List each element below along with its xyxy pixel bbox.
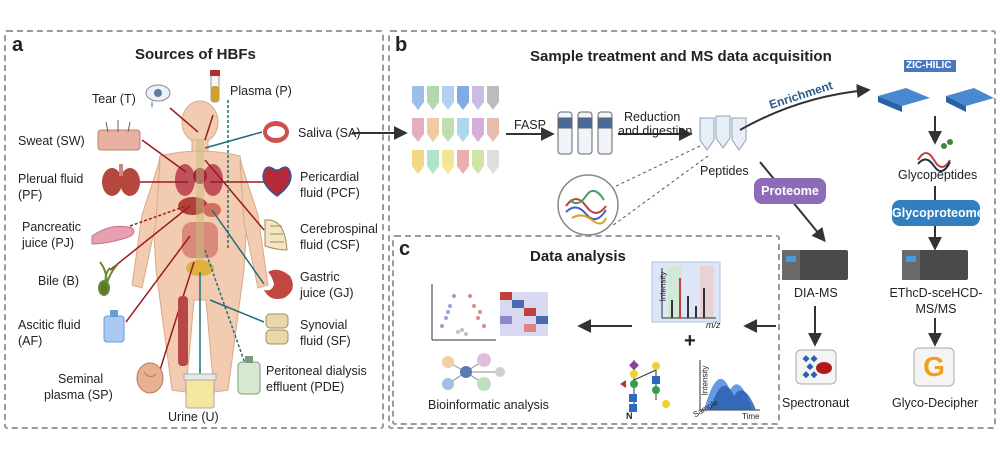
- pericardial-label-2: fluid (PCF): [300, 186, 360, 200]
- bile-duct-icon: [98, 261, 119, 296]
- blood-tube-icon: [210, 70, 220, 103]
- synovial-label-1: Synovial: [300, 318, 348, 332]
- panel-a-title: Sources of HBFs: [135, 46, 256, 63]
- reduction-label-1: Reduction: [624, 110, 681, 124]
- pancreatic-label-1: Pancreatic: [22, 220, 82, 234]
- peptide-tubes: [699, 115, 747, 151]
- ascitic-label-2: (AF): [18, 334, 43, 348]
- leg-bones: [178, 296, 188, 366]
- synovial-label-2: fluid (SF): [300, 334, 351, 348]
- network-icon: [442, 353, 505, 391]
- peritoneal-label-1: Peritoneal dialysis: [266, 364, 367, 378]
- panel-b-border: [388, 30, 996, 429]
- volcano-plot: [431, 284, 496, 341]
- saliva-label: Saliva (SA): [298, 126, 361, 140]
- heatmap-icon: [500, 292, 548, 336]
- panel-a-letter: a: [12, 34, 24, 56]
- chromatogram-plot: [699, 360, 760, 411]
- peptide-zoom-circle: [557, 174, 619, 236]
- spectronaut-logo: [795, 349, 837, 385]
- lungs-icon: [102, 164, 140, 196]
- plerual-label-1: Plerual fluid: [18, 172, 84, 186]
- peritoneal-label-2: effluent (PDE): [266, 380, 345, 394]
- chromatogram-intensity-label: Intensity: [700, 365, 710, 396]
- panel-c-letter: c: [399, 238, 411, 260]
- glyco-decipher-logo: [913, 347, 955, 387]
- enrichment-arrow: [739, 84, 871, 131]
- spectrum-mz-label: m/z: [706, 320, 721, 330]
- chromatogram-time-label: Time: [742, 412, 760, 421]
- ethcd-label-1: EThcD-sceHCD-: [889, 286, 983, 300]
- dialysis-bag-icon: [237, 356, 261, 395]
- organs: [175, 140, 223, 276]
- plasma-label: Plasma (P): [230, 84, 292, 98]
- seminal-label-2: plasma (SP): [44, 388, 113, 402]
- spine-icon: [264, 219, 288, 251]
- dia-ms-instrument: [782, 250, 848, 280]
- glyco-decipher-label: Glyco-Decipher: [892, 396, 979, 410]
- testis-icon: [136, 362, 164, 394]
- pericardial-label-1: Pericardial: [300, 170, 360, 184]
- panel-b-letter: b: [395, 34, 408, 56]
- body-illustration: [91, 70, 293, 409]
- gastric-label-1: Gastric: [300, 270, 340, 284]
- bile-label: Bile (B): [38, 274, 79, 288]
- zic-hilic-plates: [878, 60, 994, 112]
- panel-a-border: [4, 30, 384, 429]
- ascitic-label-1: Ascitic fluid: [18, 318, 81, 332]
- urine-label: Urine (U): [168, 410, 219, 424]
- stomach-icon: [264, 269, 293, 299]
- glycopeptide-icon: [917, 139, 953, 173]
- plerual-label-2: (PF): [18, 188, 43, 202]
- panel-b-title: Sample treatment and MS data acquisition: [530, 48, 832, 65]
- gastric-label-2: juice (GJ): [300, 286, 354, 300]
- eye-icon: [145, 84, 171, 108]
- ethcd-instrument: [902, 250, 968, 280]
- dia-ms-label: DIA-MS: [794, 286, 838, 300]
- skin-icon: [97, 120, 141, 151]
- pancreatic-label-2: juice (PJ): [22, 236, 75, 250]
- seminal-label-1: Seminal: [58, 372, 104, 386]
- csf-label-1: Cerebrospinal: [300, 222, 378, 236]
- csf-label-2: fluid (CSF): [300, 238, 360, 252]
- glycan-structure: [620, 360, 670, 412]
- urine-cup-icon: [183, 373, 217, 409]
- mass-spectrum-plot: [651, 261, 721, 323]
- glycopeptides-label: Glycopeptides: [898, 168, 978, 182]
- zic-hilic-label: ZIC-HILIC: [906, 60, 952, 71]
- spectrum-intensity-label: Intensity: [658, 271, 668, 302]
- zoom-line-2: [611, 155, 709, 227]
- glyco-decipher-logo-letter: G: [923, 351, 945, 382]
- mouth-icon: [263, 121, 289, 143]
- fluid-bag-icon: [103, 310, 125, 343]
- connector-lines: [109, 100, 265, 378]
- sweat-label: Sweat (SW): [18, 134, 85, 148]
- pancreas-icon: [91, 225, 135, 245]
- tear-label: Tear (T): [92, 92, 136, 106]
- zoom-line-1: [611, 145, 701, 189]
- glycoproteome-badge: Glycoproteome: [892, 200, 984, 226]
- peptides-label: Peptides: [700, 164, 749, 178]
- proteome-badge: Proteome: [754, 178, 826, 204]
- spectronaut-label: Spectronaut: [782, 396, 850, 410]
- ethcd-label-2: MS/MS: [915, 302, 957, 316]
- panel-c-title: Data analysis: [530, 248, 626, 265]
- plus-sign: +: [684, 330, 696, 352]
- reduction-label-2: and digestion: [618, 124, 693, 138]
- fasp-label: FASP: [514, 118, 546, 132]
- sample-tube-grid: [412, 86, 499, 174]
- bioinformatic-label: Bioinformatic analysis: [428, 398, 549, 412]
- knee-joint-icon: [265, 313, 289, 345]
- filter-tubes: [557, 111, 613, 155]
- glycan-n-label: N: [626, 411, 633, 421]
- heart-icon: [262, 166, 292, 197]
